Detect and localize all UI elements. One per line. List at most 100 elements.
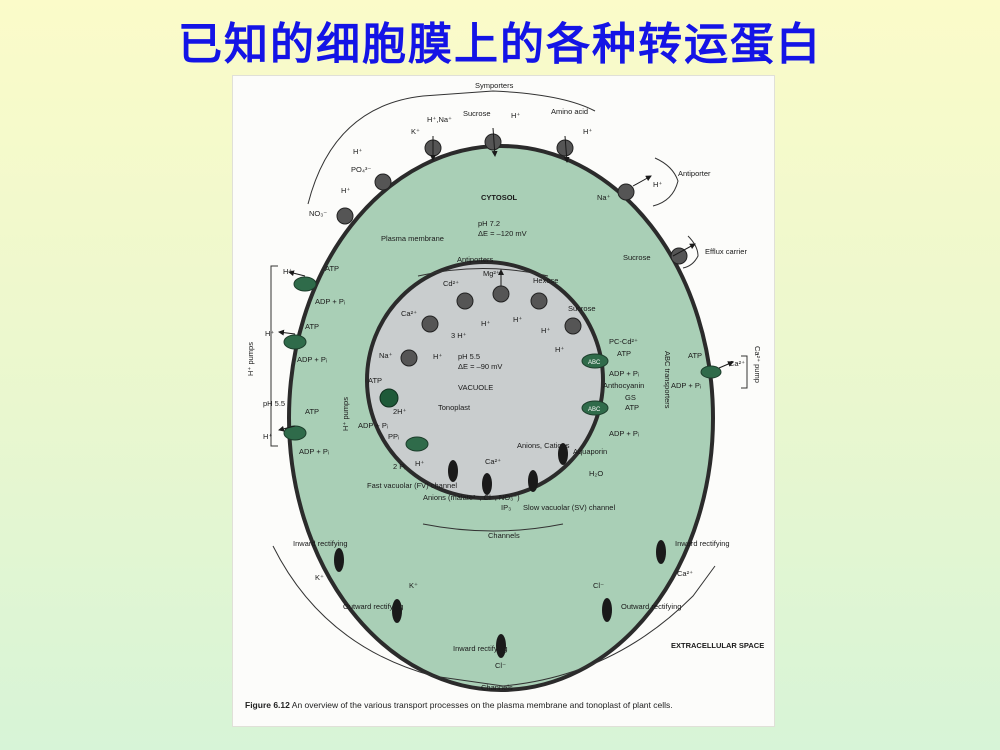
svg-text:PO₄³⁻: PO₄³⁻ [351, 165, 371, 174]
svg-text:PPᵢ: PPᵢ [388, 432, 399, 441]
svg-text:H⁺: H⁺ [263, 432, 272, 441]
efflux-carrier-label: Efflux carrier [705, 247, 747, 256]
svg-text:Na⁺: Na⁺ [597, 193, 611, 202]
svg-text:K⁺: K⁺ [315, 573, 324, 582]
antiporter-ca [421, 315, 439, 333]
fast-vacuolar-label: Fast vacuolar (FV) channel [367, 481, 457, 490]
svg-text:Sucrose: Sucrose [568, 304, 596, 313]
aquaporin [558, 443, 568, 465]
svg-text:Hexose: Hexose [533, 276, 558, 285]
inward-rect-left-label: Inward rectifying [293, 539, 348, 548]
svg-text:H⁺: H⁺ [433, 352, 442, 361]
svg-text:ABC: ABC [588, 407, 601, 413]
svg-text:PC-Cd²⁺: PC-Cd²⁺ [609, 337, 638, 346]
svg-text:ADP + Pᵢ: ADP + Pᵢ [358, 421, 388, 430]
svg-text:H⁺: H⁺ [283, 267, 292, 276]
fv-channel [448, 460, 458, 482]
svg-text:H⁺: H⁺ [555, 345, 564, 354]
svg-text:H⁺: H⁺ [341, 186, 350, 195]
svg-text:ADP + Pᵢ: ADP + Pᵢ [609, 369, 639, 378]
svg-text:ATP: ATP [617, 349, 631, 358]
svg-text:NO₃⁻: NO₃⁻ [309, 209, 327, 218]
sv-channel [528, 470, 538, 492]
k-inward-channel [334, 548, 344, 572]
cytosol-potential: ΔE = –120 mV [478, 229, 527, 238]
svg-text:Cl⁻: Cl⁻ [593, 581, 604, 590]
vacuole-ph: pH 5.5 [458, 352, 480, 361]
svg-text:Na⁺: Na⁺ [379, 351, 393, 360]
svg-text:H⁺: H⁺ [513, 315, 522, 324]
svg-text:2 Pᵢ: 2 Pᵢ [393, 462, 405, 471]
ca-pump [700, 365, 722, 379]
k-outward-channel [392, 599, 402, 623]
aquaporin-label: Aquaporin [573, 447, 607, 456]
h-pumps-inner-label: H⁺ pumps [341, 397, 350, 431]
antiporter-na [400, 349, 418, 367]
ca-channel [482, 473, 492, 495]
h-pump-1 [293, 276, 317, 292]
inward-rect-right-label: Inward rectifying [675, 539, 730, 548]
caption-text: An overview of the various transport pro… [291, 700, 673, 710]
transport-diagram: CYTOSOL pH 7.2 ΔE = –120 mV Plasma membr… [246, 81, 764, 692]
svg-text:H⁺: H⁺ [511, 111, 520, 120]
symporters-label: Symporters [475, 81, 514, 90]
caption-label: Figure 6.12 [245, 700, 290, 710]
svg-text:K⁺: K⁺ [411, 127, 420, 136]
svg-text:ATP: ATP [325, 264, 339, 273]
svg-text:ATP: ATP [305, 407, 319, 416]
svg-text:3 H⁺: 3 H⁺ [451, 331, 467, 340]
v-atpase [379, 388, 399, 408]
antiporter-label: Antiporter [678, 169, 711, 178]
svg-text:H⁺: H⁺ [415, 459, 424, 468]
svg-text:Cd²⁺: Cd²⁺ [443, 279, 459, 288]
svg-text:H⁺,Na⁺: H⁺,Na⁺ [427, 115, 452, 124]
svg-text:Ca²⁺: Ca²⁺ [729, 359, 745, 368]
ph-outside: pH 5.5 [263, 399, 285, 408]
svg-text:Sucrose: Sucrose [623, 253, 651, 262]
antiporter-sucrose [564, 317, 582, 335]
antiporter-hexose [530, 292, 548, 310]
svg-text:GS: GS [625, 393, 636, 402]
svg-text:ATP: ATP [368, 376, 382, 385]
efflux-carrier [670, 247, 688, 265]
antiporter-mg [492, 285, 510, 303]
channels-outer-label: Channels [481, 683, 513, 692]
svg-text:H⁺: H⁺ [583, 127, 592, 136]
h-pumps-left-label: H⁺ pumps [246, 342, 255, 376]
symporter-po4 [374, 173, 392, 191]
svg-text:Mg²⁺: Mg²⁺ [483, 269, 500, 278]
svg-text:Anthocyanin: Anthocyanin [603, 381, 644, 390]
svg-text:H⁺: H⁺ [481, 319, 490, 328]
svg-text:Amino acid: Amino acid [551, 107, 588, 116]
svg-text:ADP + Pᵢ: ADP + Pᵢ [315, 297, 345, 306]
anions-malate-label: Anions (malate²⁻, Cl⁻, NO₃⁻) [423, 493, 520, 502]
abc-transporter-2 [581, 400, 609, 416]
svg-text:Cl⁻: Cl⁻ [495, 661, 506, 670]
antiporter-na [617, 183, 635, 201]
svg-text:ATP: ATP [688, 351, 702, 360]
slow-vacuolar-label: Slow vacuolar (SV) channel [523, 503, 615, 512]
svg-text:H⁺: H⁺ [653, 180, 662, 189]
svg-text:Ca²⁺: Ca²⁺ [485, 457, 501, 466]
svg-text:ADP + Pᵢ: ADP + Pᵢ [671, 381, 701, 390]
vacuole-potential: ΔE = –90 mV [458, 362, 502, 371]
abc-transporters-label: ABC transporters [663, 351, 672, 409]
extracellular-label: EXTRACELLULAR SPACE [671, 641, 764, 650]
channels-inner-label: Channels [488, 531, 520, 540]
cytosol-label: CYTOSOL [481, 193, 518, 202]
v-ppase [405, 436, 429, 452]
ca-inward-channel [656, 540, 666, 564]
svg-text:ABC: ABC [588, 360, 601, 366]
ca-pump-label: Ca²⁺ pump [753, 346, 762, 383]
svg-text:ADP + Pᵢ: ADP + Pᵢ [297, 355, 327, 364]
plasma-membrane-label: Plasma membrane [381, 234, 444, 243]
svg-text:H₂O: H₂O [589, 469, 603, 478]
figure-panel: CYTOSOL pH 7.2 ΔE = –120 mV Plasma membr… [232, 75, 775, 727]
symporter-sucrose [484, 133, 502, 151]
cytosol-ph: pH 7.2 [478, 219, 500, 228]
outward-rect-right-label: Outward rectifying [621, 602, 681, 611]
svg-text:Ca²⁺: Ca²⁺ [401, 309, 417, 318]
inward-rect-bottom-label: Inward rectifying [453, 644, 508, 653]
svg-text:2H⁺: 2H⁺ [393, 407, 407, 416]
outward-rect-left-label: Outward rectifying [343, 602, 403, 611]
